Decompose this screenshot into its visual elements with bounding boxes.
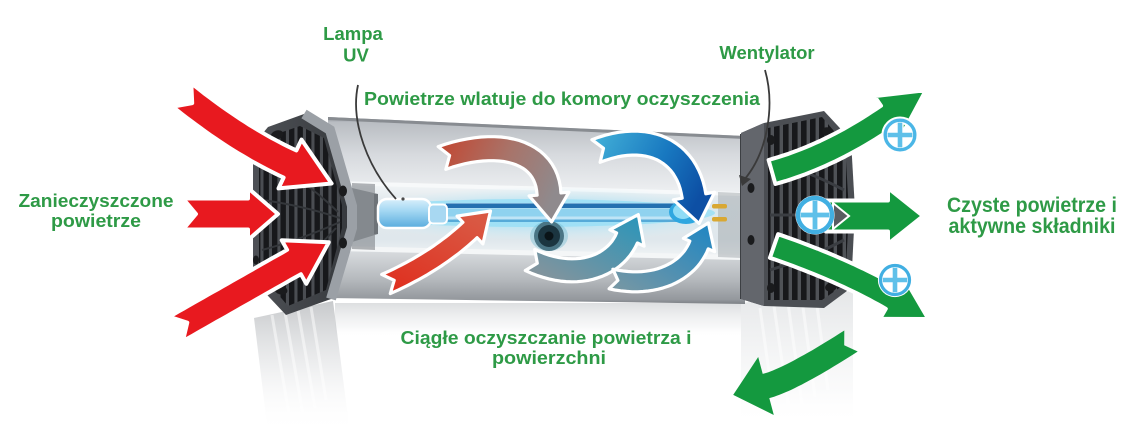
svg-text:powietrze: powietrze <box>51 210 141 231</box>
svg-text:Zanieczyszczone: Zanieczyszczone <box>19 190 174 211</box>
svg-text:Lampa: Lampa <box>323 23 383 44</box>
svg-text:Czyste powietrze i: Czyste powietrze i <box>947 194 1117 217</box>
svg-text:Ciągłe oczyszczanie powietrza: Ciągłe oczyszczanie powietrza i <box>401 327 692 348</box>
svg-text:Powietrze wlatuje do komory oc: Powietrze wlatuje do komory oczyszczenia <box>364 88 761 109</box>
svg-text:aktywne składniki: aktywne składniki <box>949 215 1116 238</box>
svg-text:Wentylator: Wentylator <box>719 42 814 63</box>
svg-text:powierzchni: powierzchni <box>492 347 606 368</box>
svg-text:UV: UV <box>343 45 369 66</box>
